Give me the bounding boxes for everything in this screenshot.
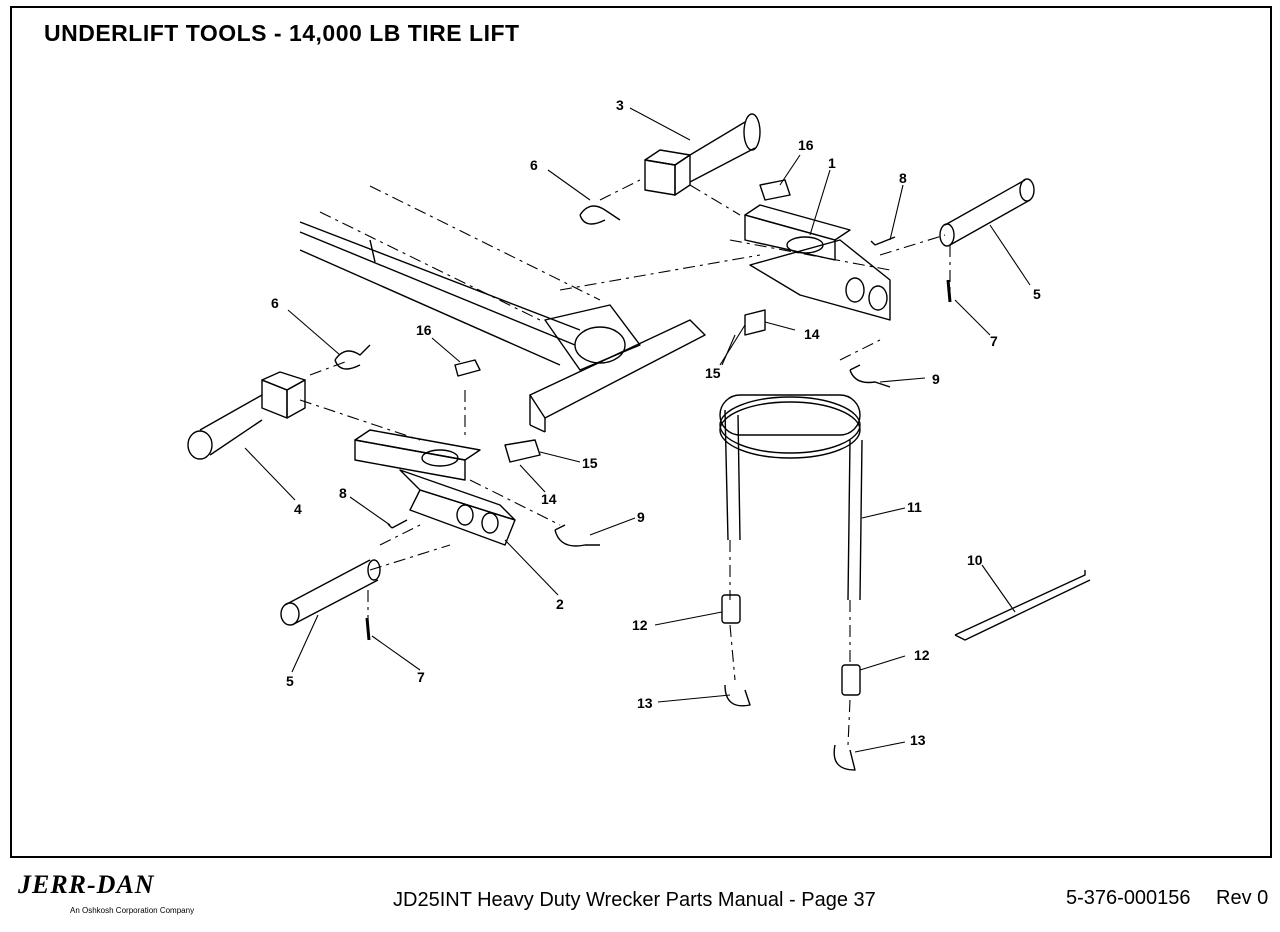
part-10-handle-bar	[954, 570, 1091, 641]
callout-5: 5	[1033, 286, 1041, 302]
page-title: UNDERLIFT TOOLS - 14,000 LB TIRE LIFT	[44, 20, 520, 46]
callout-3: 3	[616, 97, 624, 113]
callout-15: 15	[705, 365, 721, 381]
callout-6: 6	[530, 157, 538, 173]
left-crossbar	[354, 429, 516, 546]
part-9-pin-left	[554, 524, 600, 547]
callout-13: 13	[910, 732, 926, 748]
callout-1: 1	[828, 155, 836, 171]
callout-13: 13	[637, 695, 653, 711]
document-number: 5-376-000156	[1066, 887, 1191, 909]
part-5-cylinder-left	[280, 559, 381, 626]
callout-11: 11	[907, 499, 922, 515]
brand-logo: JERR-DAN	[18, 870, 155, 899]
callout-2: 2	[556, 596, 564, 612]
manual-title: JD25INT Heavy Duty Wrecker Parts Manual …	[393, 889, 876, 911]
callout-10: 10	[967, 552, 983, 568]
callout-14: 14	[541, 491, 557, 507]
underlift-boom	[299, 221, 706, 433]
callout-6: 6	[271, 295, 279, 311]
part-4-tube	[187, 371, 306, 460]
callout-9: 9	[637, 509, 645, 525]
callout-16: 16	[416, 322, 432, 338]
callout-8: 8	[339, 485, 347, 501]
callout-4: 4	[294, 501, 302, 517]
callout-8: 8	[899, 170, 907, 186]
revision-label: Rev 0	[1216, 887, 1269, 909]
callout-15: 15	[582, 455, 598, 471]
brand-subtitle: An Oshkosh Corporation Company	[70, 906, 195, 915]
part-11-tire-strap	[719, 394, 863, 601]
part-9-pin-right	[849, 364, 891, 388]
callout-16: 16	[798, 137, 814, 153]
callout-7: 7	[990, 333, 998, 349]
page-frame	[10, 6, 1272, 858]
part-5-cylinder-right	[939, 178, 1035, 247]
callout-12: 12	[632, 617, 648, 633]
callout-12: 12	[914, 647, 930, 663]
callout-9: 9	[932, 371, 940, 387]
right-crossbar	[744, 204, 891, 321]
page-footer: JERR-DAN An Oshkosh Corporation Company …	[0, 866, 1280, 932]
part-6-pin-upper	[579, 205, 621, 225]
callout-14: 14	[804, 326, 820, 342]
callout-7: 7	[417, 669, 425, 685]
part-3-tube	[644, 113, 761, 196]
callout-5: 5	[286, 673, 294, 689]
exploded-parts-diagram: 3 6 16 1 8 5 7 14 15 9 6 16 15 14 4 8 9 …	[187, 97, 1091, 771]
part-6-pin-left	[334, 344, 371, 370]
